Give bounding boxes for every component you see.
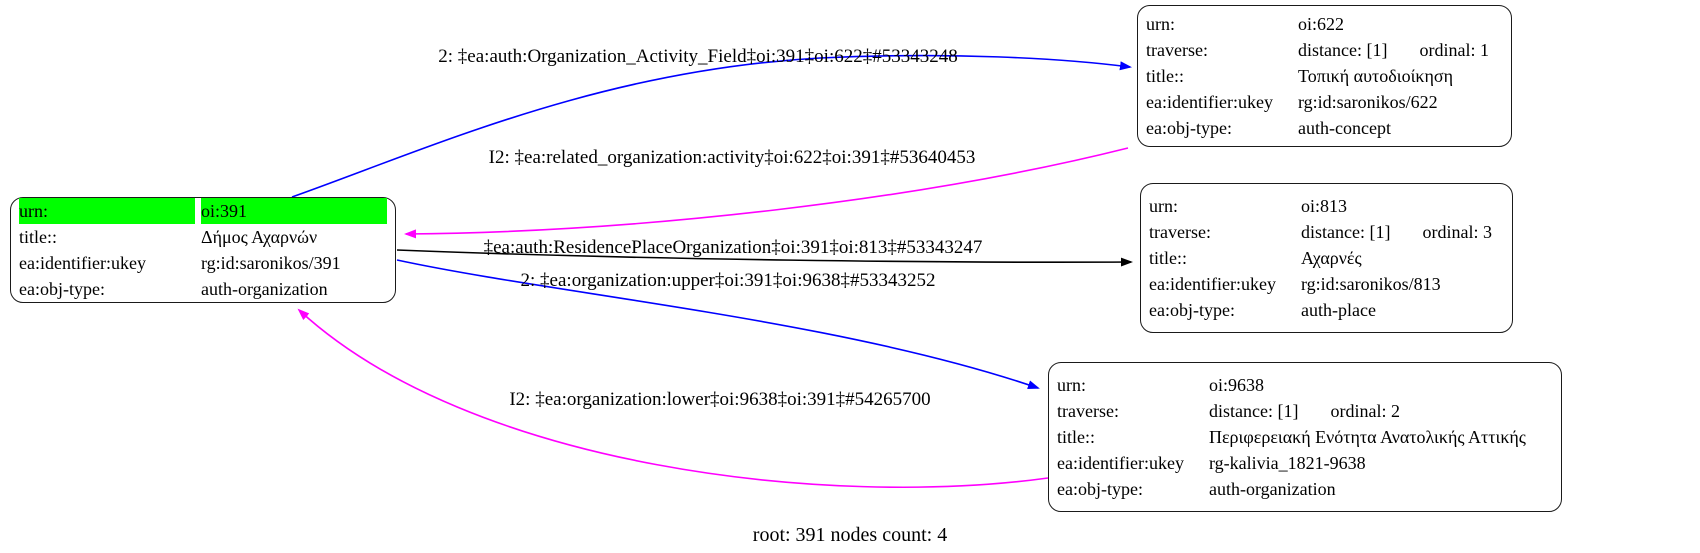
field-label: urn: <box>19 198 195 224</box>
field-value: auth-concept <box>1298 118 1391 138</box>
table-row: urn: oi:813 <box>1149 193 1504 219</box>
field-label: urn: <box>1149 196 1178 216</box>
table-row: ea:obj-type: auth-place <box>1149 297 1504 323</box>
node-oi-9638: urn: oi:9638 traverse: distance: [1] ord… <box>1048 362 1562 512</box>
field-label: ea:identifier:ukey <box>19 253 146 273</box>
field-label: title:: <box>19 227 57 247</box>
field-value: rg-kalivia_1821-9638 <box>1209 453 1366 473</box>
edge-label-9638-391: I2: ‡ea:organization:lower‡oi:9638‡oi:39… <box>509 389 931 410</box>
field-value: auth-organization <box>201 279 328 299</box>
table-row: ea:obj-type: auth-concept <box>1146 115 1503 141</box>
node-oi-622: urn: oi:622 traverse: distance: [1] ordi… <box>1137 5 1512 147</box>
field-value: oi:391 <box>201 198 387 224</box>
field-value: rg:id:saronikos/813 <box>1301 274 1441 294</box>
field-label: ea:obj-type: <box>1149 300 1235 320</box>
table-row: title:: Περιφερειακή Ενότητα Ανατολικής … <box>1057 424 1553 450</box>
field-value: Περιφερειακή Ενότητα Ανατολικής Αττικής <box>1209 427 1526 447</box>
field-label: title:: <box>1057 427 1095 447</box>
field-value: oi:622 <box>1298 14 1345 34</box>
field-value: auth-place <box>1301 300 1376 320</box>
field-label: ea:obj-type: <box>1146 118 1232 138</box>
field-label: title:: <box>1146 66 1184 86</box>
field-value: Δήμος Αχαρνών <box>201 227 318 247</box>
edge-label-622-391: I2: ‡ea:related_organization:activity‡oi… <box>488 147 976 168</box>
table-row: traverse: distance: [1] ordinal: 1 <box>1146 37 1503 63</box>
field-value: distance: [1] <box>1298 40 1388 60</box>
field-label: traverse: <box>1149 222 1211 242</box>
field-label: traverse: <box>1146 40 1208 60</box>
field-value: oi:9638 <box>1209 375 1265 395</box>
field-label: ea:identifier:ukey <box>1146 92 1273 112</box>
field-label: traverse: <box>1057 401 1119 421</box>
field-value-extra: ordinal: 2 <box>1330 401 1400 421</box>
table-row: ea:identifier:ukey rg:id:saronikos/391 <box>19 250 387 276</box>
table-row: title:: Δήμος Αχαρνών <box>19 224 387 250</box>
edge-label-391-622: 2: ‡ea:auth:Organization_Activity_Field‡… <box>438 46 958 67</box>
field-label: ea:obj-type: <box>1057 479 1143 499</box>
field-value: Τοπική αυτοδιοίκηση <box>1298 66 1454 86</box>
table-row: urn: oi:9638 <box>1057 372 1553 398</box>
field-value: rg:id:saronikos/391 <box>201 253 341 273</box>
edge-9638-to-391 <box>297 308 1049 489</box>
table-row: urn: oi:391 <box>19 198 387 224</box>
table-row: ea:obj-type: auth-organization <box>19 276 387 302</box>
field-value: distance: [1] <box>1301 222 1391 242</box>
field-value: Αχαρνές <box>1301 248 1362 268</box>
edge-391-to-9638 <box>396 259 1040 390</box>
field-label: ea:identifier:ukey <box>1057 453 1184 473</box>
field-value: oi:813 <box>1301 196 1348 216</box>
field-label: urn: <box>1057 375 1086 395</box>
table-row: traverse: distance: [1] ordinal: 3 <box>1149 219 1504 245</box>
table-row: ea:obj-type: auth-organization <box>1057 476 1553 502</box>
graph-caption: root: 391 nodes count: 4 <box>752 524 948 546</box>
field-value: rg:id:saronikos/622 <box>1298 92 1438 112</box>
table-row: urn: oi:622 <box>1146 11 1503 37</box>
field-value: auth-organization <box>1209 479 1336 499</box>
table-row: ea:identifier:ukey rg:id:saronikos/813 <box>1149 271 1504 297</box>
table-row: title:: Τοπική αυτοδιοίκηση <box>1146 63 1503 89</box>
node-oi-391: urn: oi:391 title:: Δήμος Αχαρνών ea:ide… <box>10 197 396 303</box>
table-row: ea:identifier:ukey rg-kalivia_1821-9638 <box>1057 450 1553 476</box>
edge-label-391-813: ‡ea:auth:ResidencePlaceOrganization‡oi:3… <box>483 237 983 258</box>
edge-622-to-391 <box>404 147 1129 239</box>
node-oi-813: urn: oi:813 traverse: distance: [1] ordi… <box>1140 183 1513 333</box>
field-label: urn: <box>1146 14 1175 34</box>
table-row: traverse: distance: [1] ordinal: 2 <box>1057 398 1553 424</box>
edge-391-to-813 <box>396 249 1133 267</box>
field-label: title:: <box>1149 248 1187 268</box>
edge-391-to-622 <box>291 54 1132 198</box>
field-value-extra: ordinal: 1 <box>1419 40 1489 60</box>
field-label: ea:identifier:ukey <box>1149 274 1276 294</box>
field-value: distance: [1] <box>1209 401 1299 421</box>
table-row: title:: Αχαρνές <box>1149 245 1504 271</box>
edge-label-391-9638: 2: ‡ea:organization:upper‡oi:391‡oi:9638… <box>520 270 936 291</box>
table-row: ea:identifier:ukey rg:id:saronikos/622 <box>1146 89 1503 115</box>
field-label: ea:obj-type: <box>19 279 105 299</box>
field-value-extra: ordinal: 3 <box>1422 222 1492 242</box>
